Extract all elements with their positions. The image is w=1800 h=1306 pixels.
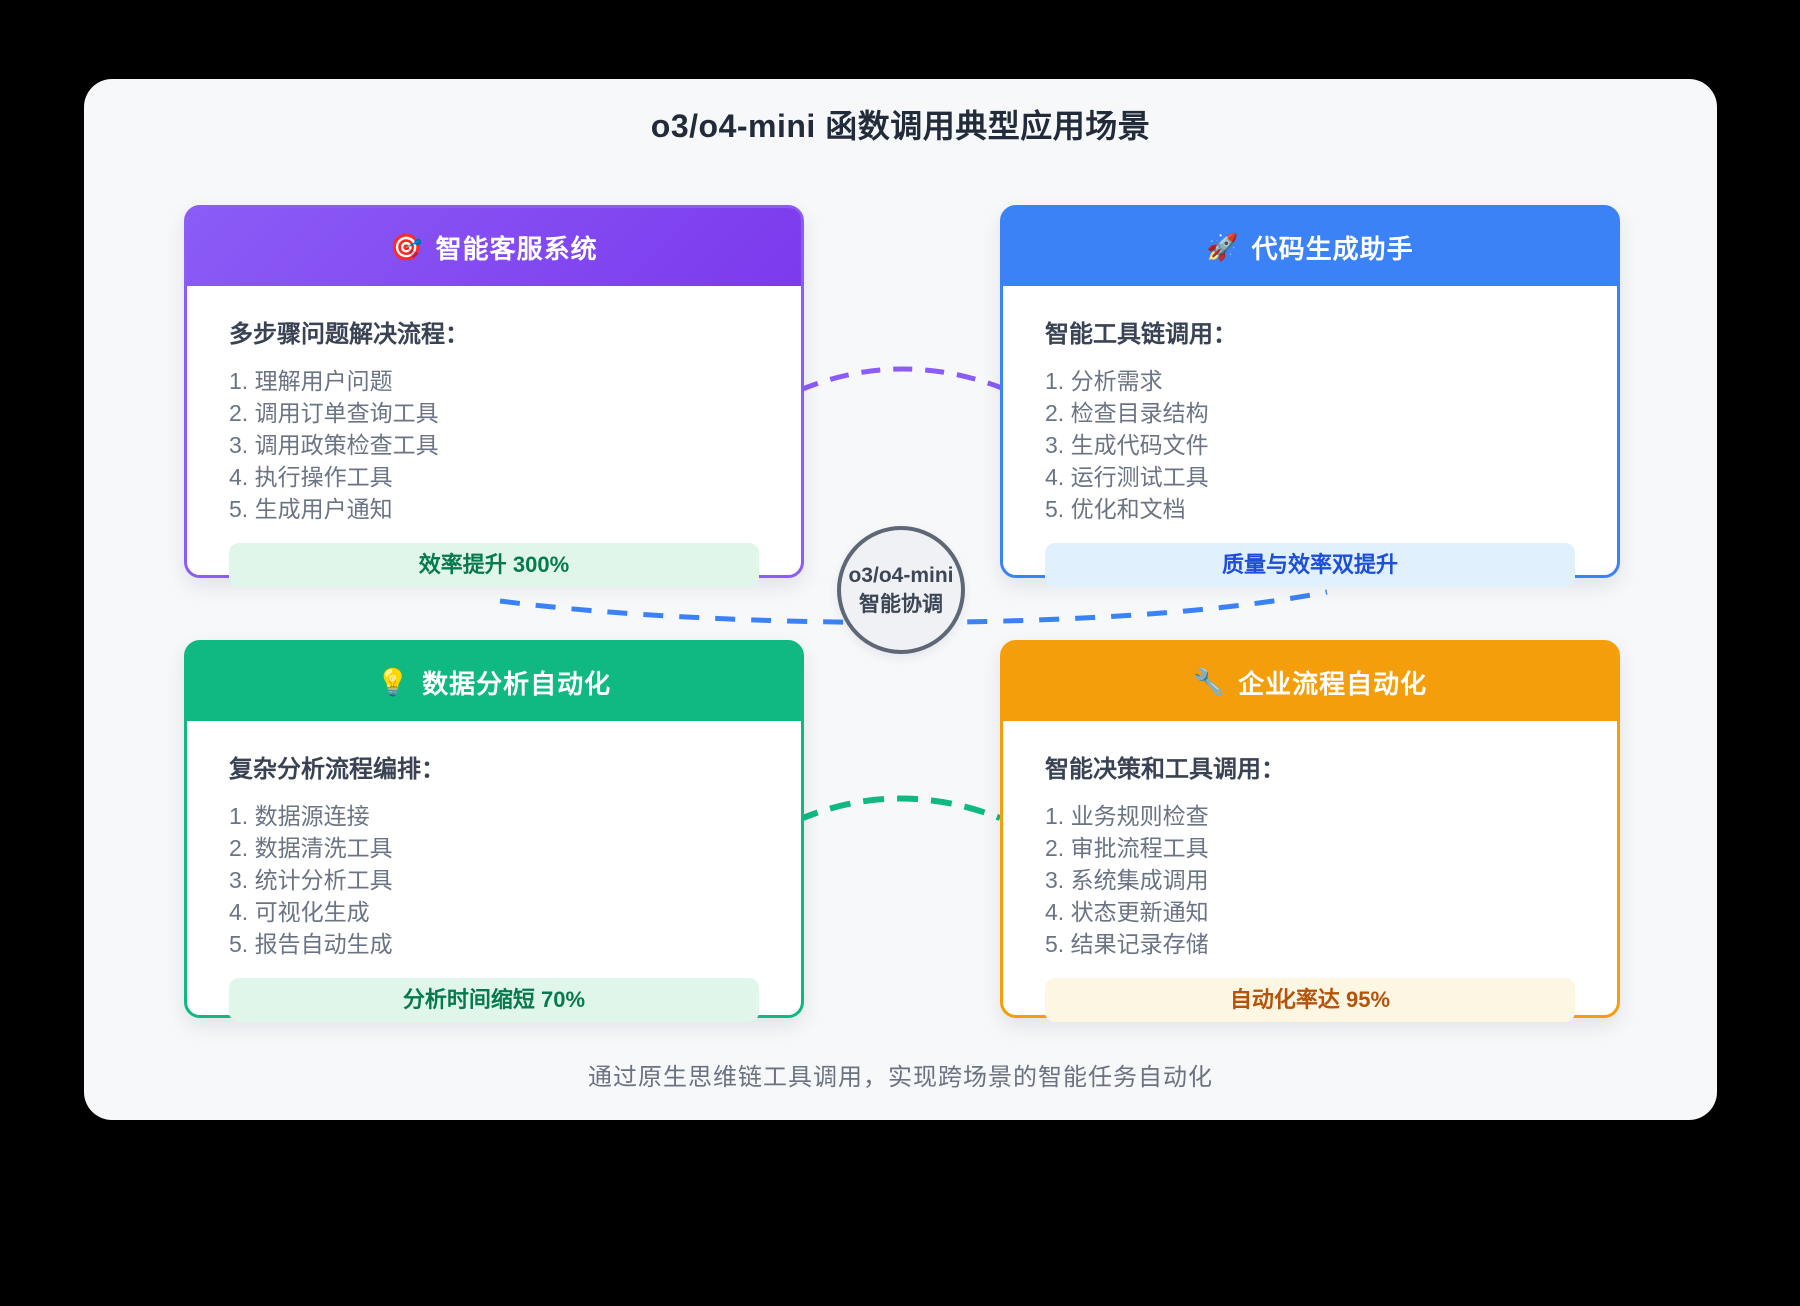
step-item: 5. 生成用户通知: [229, 496, 393, 522]
step-item: 2. 检查目录结构: [1045, 400, 1209, 426]
card-customer-service: 🎯 智能客服系统 多步骤问题解决流程： 1. 理解用户问题 2. 调用订单查询工…: [184, 205, 804, 587]
step-list: 1. 业务规则检查 2. 审批流程工具 3. 系统集成调用 4. 状态更新通知 …: [1045, 800, 1575, 960]
wrench-icon: 🔧: [1192, 666, 1227, 697]
metric-badge: 自动化率达 95%: [1045, 978, 1575, 1022]
infographic-panel: o3/o4-mini 函数调用典型应用场景 🎯 智能客服系统 多步骤问题解决流程…: [84, 79, 1717, 1120]
rocket-icon: 🚀: [1206, 231, 1240, 262]
page-title: o3/o4-mini 函数调用典型应用场景: [650, 108, 1151, 144]
hub-model-name: o3/o4-mini: [848, 563, 954, 587]
connector-bottom-arc: [796, 795, 1002, 823]
card-body: 多步骤问题解决流程： 1. 理解用户问题 2. 调用订单查询工具 3. 调用政策…: [187, 286, 801, 587]
card-title: 智能客服系统: [435, 233, 598, 264]
card-title: 企业流程自动化: [1238, 668, 1428, 699]
card-body: 复杂分析流程编排： 1. 数据源连接 2. 数据清洗工具 3. 统计分析工具 4…: [187, 721, 801, 1022]
footer-caption: 通过原生思维链工具调用，实现跨场景的智能任务自动化: [588, 1064, 1213, 1091]
step-item: 5. 报告自动生成: [229, 931, 393, 957]
step-item: 3. 系统集成调用: [1045, 867, 1209, 893]
step-item: 2. 审批流程工具: [1045, 835, 1209, 861]
card-data-analysis: 💡 数据分析自动化 复杂分析流程编排： 1. 数据源连接 2. 数据清洗工具 3…: [184, 640, 804, 1022]
step-item: 4. 状态更新通知: [1045, 899, 1209, 925]
card-code-assistant-header: 🚀 代码生成助手: [1003, 208, 1617, 286]
lightbulb-icon: 💡: [376, 666, 411, 697]
step-item: 4. 执行操作工具: [229, 464, 393, 490]
step-item: 1. 业务规则检查: [1045, 803, 1209, 829]
step-item: 1. 分析需求: [1045, 368, 1163, 394]
step-item: 3. 生成代码文件: [1045, 432, 1209, 458]
metric-badge: 分析时间缩短 70%: [229, 978, 759, 1022]
step-item: 3. 统计分析工具: [229, 867, 393, 893]
step-item: 4. 运行测试工具: [1045, 464, 1209, 490]
step-list: 1. 数据源连接 2. 数据清洗工具 3. 统计分析工具 4. 可视化生成 5.…: [229, 800, 759, 960]
step-item: 3. 调用政策检查工具: [229, 432, 439, 458]
connector-top-arc: [799, 366, 1003, 393]
hub-role-label: 智能协调: [859, 592, 943, 616]
step-list: 1. 理解用户问题 2. 调用订单查询工具 3. 调用政策检查工具 4. 执行操…: [229, 365, 759, 525]
card-body: 智能工具链调用： 1. 分析需求 2. 检查目录结构 3. 生成代码文件 4. …: [1003, 286, 1617, 587]
card-title: 数据分析自动化: [422, 668, 612, 699]
card-title: 代码生成助手: [1251, 233, 1414, 264]
section-title: 复杂分析流程编排：: [229, 756, 445, 783]
step-item: 5. 结果记录存储: [1045, 931, 1209, 957]
card-customer-service-header: 🎯 智能客服系统: [187, 208, 801, 286]
metric-badge: 效率提升 300%: [229, 543, 759, 587]
card-body: 智能决策和工具调用： 1. 业务规则检查 2. 审批流程工具 3. 系统集成调用…: [1003, 721, 1617, 1022]
card-enterprise-process-header: 🔧 企业流程自动化: [1003, 643, 1617, 721]
step-list: 1. 分析需求 2. 检查目录结构 3. 生成代码文件 4. 运行测试工具 5.…: [1045, 365, 1575, 525]
metric-badge: 质量与效率双提升: [1045, 543, 1575, 587]
coordination-hub: o3/o4-mini 智能协调: [837, 526, 965, 654]
step-item: 1. 理解用户问题: [229, 368, 393, 394]
step-item: 1. 数据源连接: [229, 803, 370, 829]
card-data-analysis-header: 💡 数据分析自动化: [187, 643, 801, 721]
step-item: 5. 优化和文档: [1045, 496, 1186, 522]
step-item: 2. 调用订单查询工具: [229, 400, 439, 426]
step-item: 2. 数据清洗工具: [229, 835, 393, 861]
card-code-assistant: 🚀 代码生成助手 智能工具链调用： 1. 分析需求 2. 检查目录结构 3. 生…: [1000, 205, 1620, 587]
card-enterprise-process: 🔧 企业流程自动化 智能决策和工具调用： 1. 业务规则检查 2. 审批流程工具…: [1000, 640, 1620, 1022]
section-title: 智能工具链调用：: [1045, 321, 1237, 348]
step-item: 4. 可视化生成: [229, 899, 370, 925]
section-title: 多步骤问题解决流程：: [229, 321, 469, 348]
target-icon: 🎯: [390, 231, 424, 262]
section-title: 智能决策和工具调用：: [1045, 756, 1285, 783]
